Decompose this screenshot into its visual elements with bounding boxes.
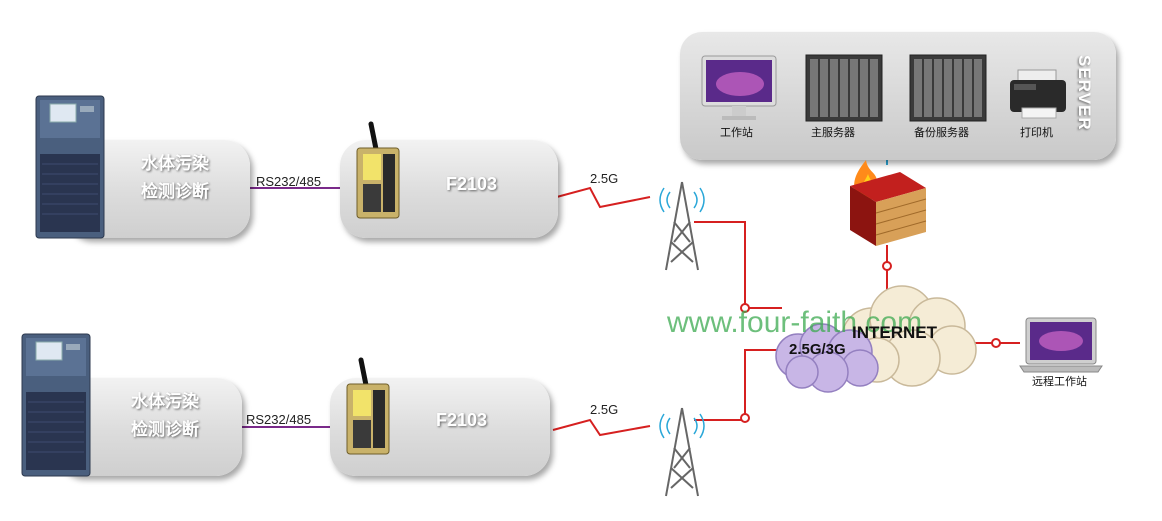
server-rack-icon [805, 54, 883, 122]
server-item-label: 工作站 [720, 126, 753, 139]
station-name: 水体污染 检测诊断 [110, 388, 220, 444]
link-speed: 2.5G [590, 402, 619, 417]
station-name-line1: 水体污染 [141, 154, 209, 174]
monitor-icon [701, 55, 777, 120]
wireless-link-1 [552, 186, 651, 209]
mobile-network-label: 2.5G/3G [789, 341, 846, 358]
analyzer-cabinet-icon [35, 95, 105, 239]
server-item-label: 备份服务器 [914, 126, 969, 139]
router-icon [356, 121, 400, 219]
wireless-link-2 [552, 418, 651, 437]
station-name-line2: 检测诊断 [141, 182, 209, 202]
router-model: F2103 [436, 410, 488, 430]
cell-tower-icon [659, 181, 705, 271]
server-item-label: 主服务器 [811, 126, 855, 139]
remote-workstation-label: 远程工作站 [1032, 375, 1087, 388]
firewall-icon [850, 160, 927, 246]
server-title: SERVER [1075, 55, 1094, 131]
analyzer-cabinet-icon [21, 333, 91, 477]
laptop-icon [1019, 317, 1103, 373]
watermark: www.four-faith.com [667, 306, 923, 339]
mobile-cloud-icon [775, 323, 879, 393]
server-rack-icon [909, 54, 987, 122]
internet-label: INTERNET [852, 323, 937, 342]
station-name-line1: 水体污染 [131, 392, 199, 412]
station-name: 水体污染 检测诊断 [120, 150, 230, 206]
server-item-label: 打印机 [1020, 126, 1053, 139]
router-model: F2103 [446, 174, 498, 194]
serial-label: RS232/485 [256, 174, 322, 189]
link-speed: 2.5G [590, 171, 619, 186]
cell-tower-icon [659, 407, 705, 497]
serial-label: RS232/485 [246, 412, 312, 427]
station-name-line2: 检测诊断 [131, 420, 199, 440]
printer-icon [1010, 69, 1066, 119]
router-icon [346, 357, 390, 455]
tower-link-2 [694, 349, 782, 421]
tower-link-1 [694, 221, 782, 309]
